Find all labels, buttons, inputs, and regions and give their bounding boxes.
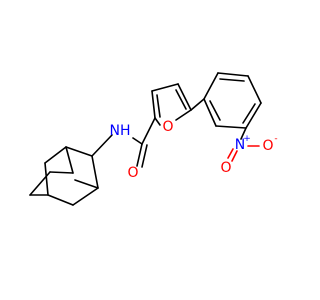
bond (65, 146, 93, 157)
bond (177, 83, 192, 111)
nitro-oxygen-double-label: O (220, 160, 231, 176)
bond (190, 98, 205, 111)
bond (227, 148, 234, 159)
bond (215, 125, 247, 129)
bond (175, 89, 187, 110)
bond (65, 146, 74, 174)
bond (47, 194, 74, 206)
bond (245, 102, 262, 129)
bond (44, 162, 49, 196)
carbonyl-oxygen-label: O (127, 165, 138, 181)
adamantyl-group (29, 146, 99, 206)
bond (29, 171, 51, 196)
bond (209, 100, 221, 121)
bond (91, 155, 99, 189)
nitro-oxygen-minus-label: O (262, 138, 273, 154)
nitro-oxygen-charge: - (274, 134, 277, 144)
bond (247, 75, 262, 104)
furan-ring (151, 83, 192, 126)
amide-nh-label: NH (109, 123, 130, 139)
nitro-group (227, 127, 260, 162)
bond (242, 103, 256, 124)
bond (156, 94, 161, 118)
bond (74, 179, 99, 189)
bond (44, 146, 67, 164)
bond (203, 98, 217, 127)
bond (141, 117, 156, 145)
bond (136, 143, 143, 167)
bond (72, 187, 99, 206)
nitro-nitrogen-charge: + (243, 134, 251, 144)
bond (203, 72, 219, 100)
bond (217, 72, 249, 77)
bond (151, 83, 179, 92)
molecule-structure-diagram: NH O O N + O O - (29, 72, 278, 206)
bond (141, 144, 148, 168)
nitro-nitrogen-label: N (235, 137, 245, 153)
bond (219, 78, 245, 82)
bond (151, 90, 156, 119)
bond (240, 127, 247, 140)
bond (154, 117, 161, 126)
bond (91, 134, 113, 157)
furan-oxygen-label: O (162, 119, 173, 135)
bond (132, 137, 143, 145)
bond (49, 171, 74, 174)
benzene-ring (203, 72, 262, 129)
bond (231, 150, 238, 162)
bond (175, 109, 192, 121)
carbonyl-group (136, 143, 148, 168)
